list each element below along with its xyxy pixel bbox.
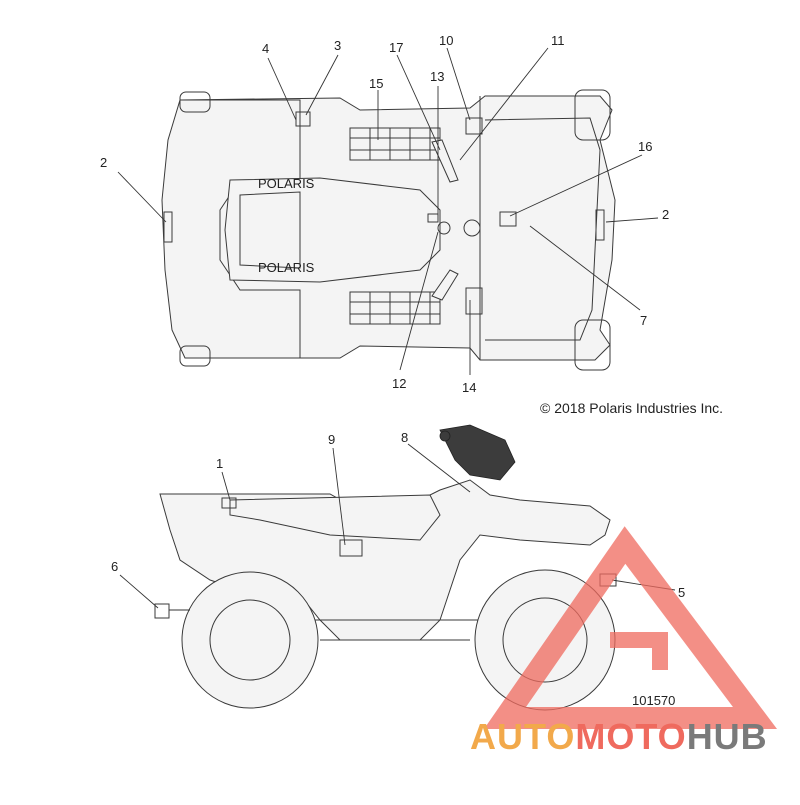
callout-1: 1 bbox=[216, 456, 223, 471]
callout-3: 3 bbox=[334, 38, 341, 53]
top-callout-leaders bbox=[117, 47, 659, 375]
callout-7: 7 bbox=[640, 313, 647, 328]
callout-6: 6 bbox=[111, 559, 118, 574]
callout-5: 5 bbox=[678, 585, 685, 600]
top-callouts: 4 3 17 10 11 15 13 2 16 2 7 12 14 bbox=[100, 33, 669, 395]
callout-4: 4 bbox=[262, 41, 269, 56]
callout-2-left: 2 bbox=[100, 155, 107, 170]
callout-15: 15 bbox=[369, 76, 383, 91]
callout-10: 10 bbox=[439, 33, 453, 48]
watermark-logo: AUTOMOTOHUB bbox=[470, 716, 768, 758]
copyright-text: © 2018 Polaris Industries Inc. bbox=[540, 400, 724, 416]
callout-16: 16 bbox=[638, 139, 652, 154]
callout-2-right: 2 bbox=[662, 207, 669, 222]
brand-auto: AUTO bbox=[470, 716, 576, 757]
callout-13: 13 bbox=[430, 69, 444, 84]
callout-17: 17 bbox=[389, 40, 403, 55]
top-view-atv: POLARIS POLARIS bbox=[161, 89, 616, 371]
watermark-triangle bbox=[483, 526, 778, 729]
bottom-rack-logo: POLARIS bbox=[258, 260, 315, 275]
callout-9: 9 bbox=[328, 432, 335, 447]
drawing-number: 101570 bbox=[632, 693, 676, 708]
callout-14: 14 bbox=[462, 380, 476, 395]
side-callouts: 1 9 8 6 5 bbox=[111, 430, 685, 600]
rear-wheel bbox=[181, 571, 319, 709]
brand-moto: MOTO bbox=[575, 716, 687, 757]
footrest-right bbox=[349, 291, 441, 325]
brand-hub: HUB bbox=[686, 716, 768, 757]
top-rack-logo: POLARIS bbox=[258, 176, 315, 191]
callout-11: 11 bbox=[551, 33, 565, 48]
callout-12: 12 bbox=[392, 376, 406, 391]
callout-8: 8 bbox=[401, 430, 408, 445]
